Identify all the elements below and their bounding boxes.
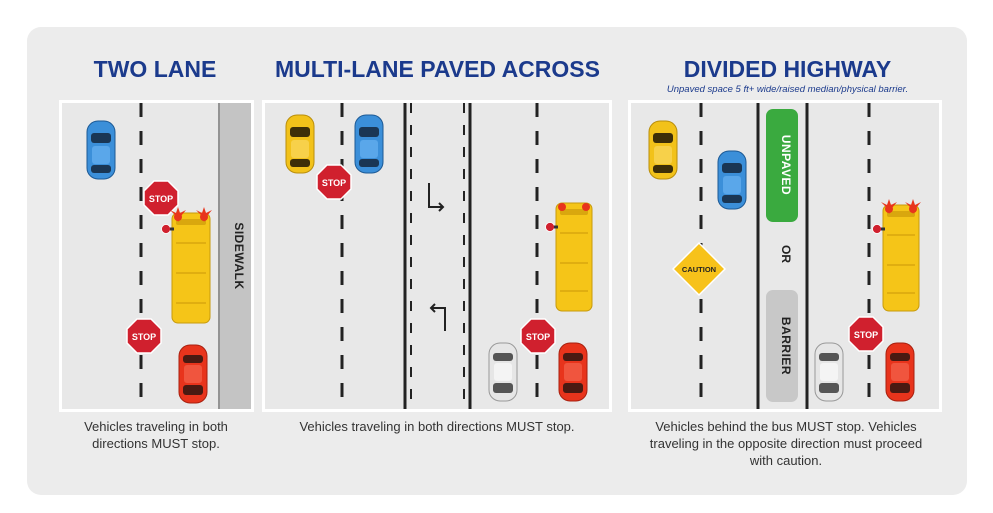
divided-highway-caption: Vehicles behind the bus MUST stop. Vehic…	[649, 419, 923, 468]
stop-sign-top-label: STOP	[322, 178, 346, 188]
stop-sign-top-label: STOP	[149, 194, 173, 204]
school-bus	[872, 199, 921, 312]
unpaved-label: UNPAVED	[779, 135, 793, 195]
school-bus	[545, 202, 593, 312]
multi-lane-diagram: STOP STOP	[262, 100, 612, 412]
stop-sign: STOP	[848, 316, 884, 352]
turn-arrow-left	[429, 303, 446, 331]
multi-lane-title: MULTI-LANE PAVED ACROSS	[275, 56, 600, 82]
car-white	[814, 342, 844, 402]
car-white	[488, 342, 518, 402]
car-blue	[86, 120, 116, 180]
car-blue	[717, 150, 747, 210]
divided-highway-title: DIVIDED HIGHWAY	[683, 56, 892, 82]
two-lane-road: SIDEWALK STOP STOP	[62, 103, 251, 409]
barrier-label: BARRIER	[779, 317, 793, 375]
caution-sign: CAUTION	[671, 241, 727, 297]
physical-barrier	[766, 290, 798, 402]
or-label: OR	[779, 245, 793, 263]
stop-sign-bottom-label: STOP	[132, 332, 156, 342]
unpaved-median	[766, 109, 798, 222]
car-red	[885, 342, 915, 402]
two-lane-diagram: SIDEWALK STOP STOP	[59, 100, 254, 412]
divided-highway-subtitle: Unpaved space 5 ft+ wide/raised median/p…	[666, 84, 909, 95]
stop-sign-top: STOP	[316, 164, 352, 200]
school-bus	[161, 207, 212, 324]
car-red	[558, 342, 588, 402]
stop-sign-bottom: STOP	[126, 318, 162, 354]
car-yellow	[285, 114, 315, 174]
car-yellow	[648, 120, 678, 180]
stop-sign-top: STOP	[143, 180, 179, 216]
multi-lane-caption: Vehicles traveling in both directions MU…	[299, 419, 575, 434]
car-blue	[354, 114, 384, 174]
multi-lane-road: STOP STOP	[265, 103, 609, 409]
divided-highway-road: UNPAVED OR BARRIER CAUTION	[631, 103, 939, 409]
stop-sign-bottom: STOP	[520, 318, 556, 354]
two-lane-caption: Vehicles traveling in both directions MU…	[84, 419, 228, 451]
stop-sign-bottom-label: STOP	[526, 332, 550, 342]
stop-sign-label: STOP	[854, 330, 878, 340]
turn-arrow-right	[428, 183, 445, 212]
car-red	[178, 344, 208, 404]
sidewalk-label: SIDEWALK	[232, 222, 246, 289]
divided-highway-diagram: UNPAVED OR BARRIER CAUTION	[628, 100, 942, 412]
sidewalk	[220, 103, 251, 409]
two-lane-title: TWO LANE	[93, 56, 217, 82]
caution-label: CAUTION	[682, 265, 716, 274]
